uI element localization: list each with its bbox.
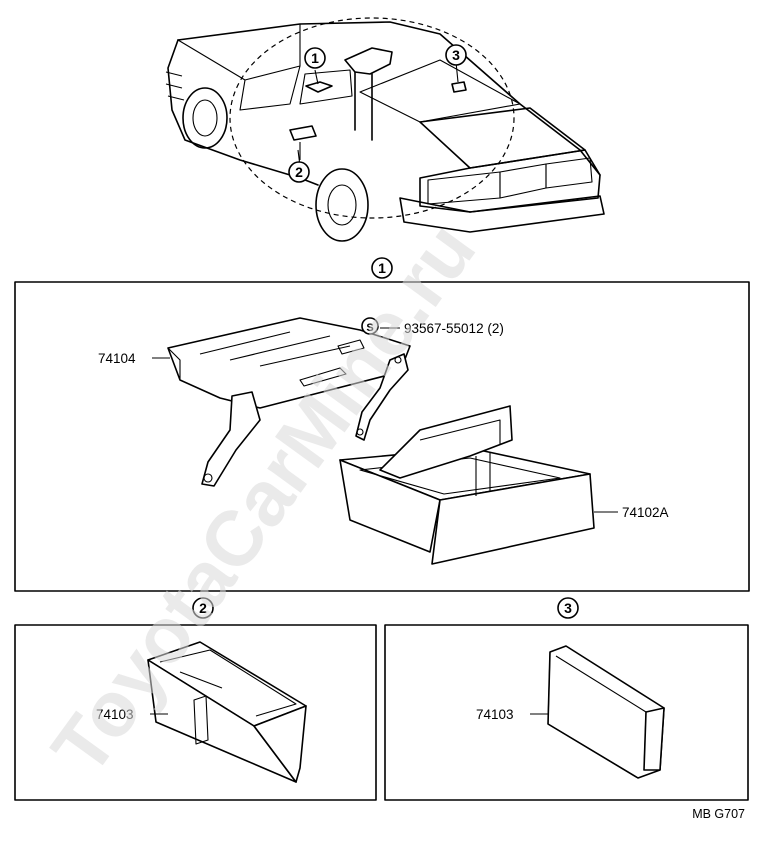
screw-symbol: S [366,322,373,334]
part-label-74103-b: 74103 [476,707,514,722]
part-label-74104: 74104 [98,351,136,366]
part-label-74102a: 74102A [622,505,669,520]
section-2: 2 74103 [14,597,377,801]
box-74103-drawing-3 [547,645,665,779]
callout-1-top: 1 [311,50,319,66]
callout-2-top: 2 [295,164,303,180]
bracket-74104-drawing [167,317,411,487]
section-1: 1 74104 S 93567-55012 (2) [14,257,750,592]
part-label-74103-a: 74103 [96,707,134,722]
section-3-label: 3 [564,600,572,616]
section-1-label: 1 [378,260,386,276]
part-label-screw: 93567-55012 (2) [404,321,504,336]
diagram-code: MB G707 [692,807,745,821]
callout-3-top: 3 [452,47,460,63]
section-3: 3 74103 [384,597,749,801]
console-box-74102a-drawing [339,405,595,565]
section-2-label: 2 [199,600,207,616]
car-illustration: 1 3 2 [165,17,605,242]
box-74103-drawing-2 [147,641,307,783]
